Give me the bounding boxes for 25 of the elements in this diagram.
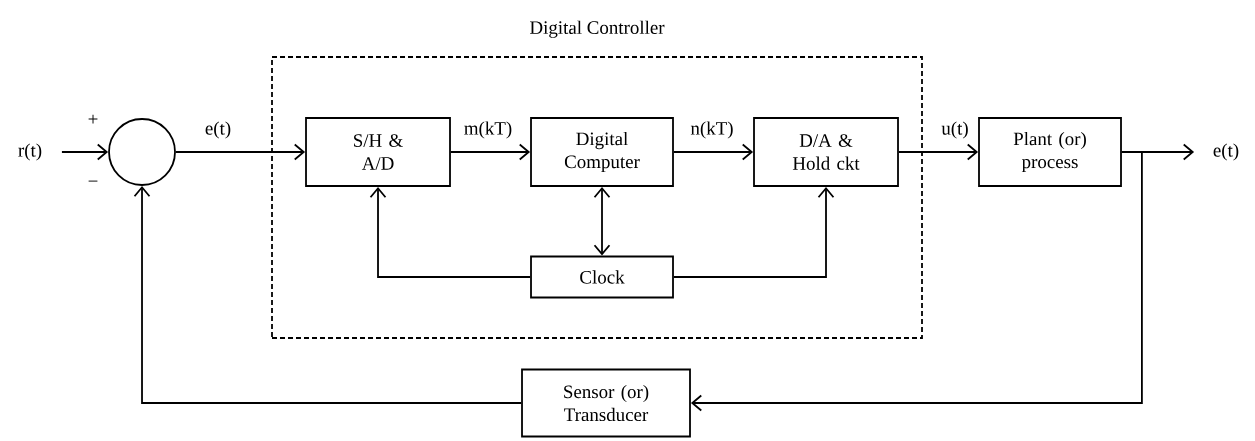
sign-label: + (88, 114, 98, 124)
arrow (690, 151, 1143, 412)
edge-label: e(t) (205, 121, 231, 139)
signal-label: r(t) (18, 143, 42, 161)
block-box: Sensor (or) Transducer (521, 368, 691, 438)
arrow (175, 143, 306, 161)
arrow (673, 143, 754, 161)
arrow (133, 185, 522, 404)
edge-label: u(t) (941, 121, 968, 139)
block-box: Digital Computer (530, 117, 674, 187)
edge-label: m(kT) (464, 121, 512, 139)
arrow (898, 143, 979, 161)
block-box: S/H & A/D (305, 117, 451, 187)
block-box: Plant (or) process (978, 117, 1122, 187)
arrow (673, 186, 835, 278)
arrow (593, 186, 611, 256)
block-box: D/A & Hold ckt (753, 117, 899, 187)
arrow (61, 143, 109, 161)
block-box: Clock (530, 255, 674, 299)
node-label: Digital Controller (530, 20, 665, 38)
edge-label: n(kT) (690, 121, 733, 139)
arrow (450, 143, 531, 161)
summing-junction (108, 118, 176, 186)
arrow (369, 186, 531, 278)
signal-label: e(t) (1213, 143, 1239, 161)
